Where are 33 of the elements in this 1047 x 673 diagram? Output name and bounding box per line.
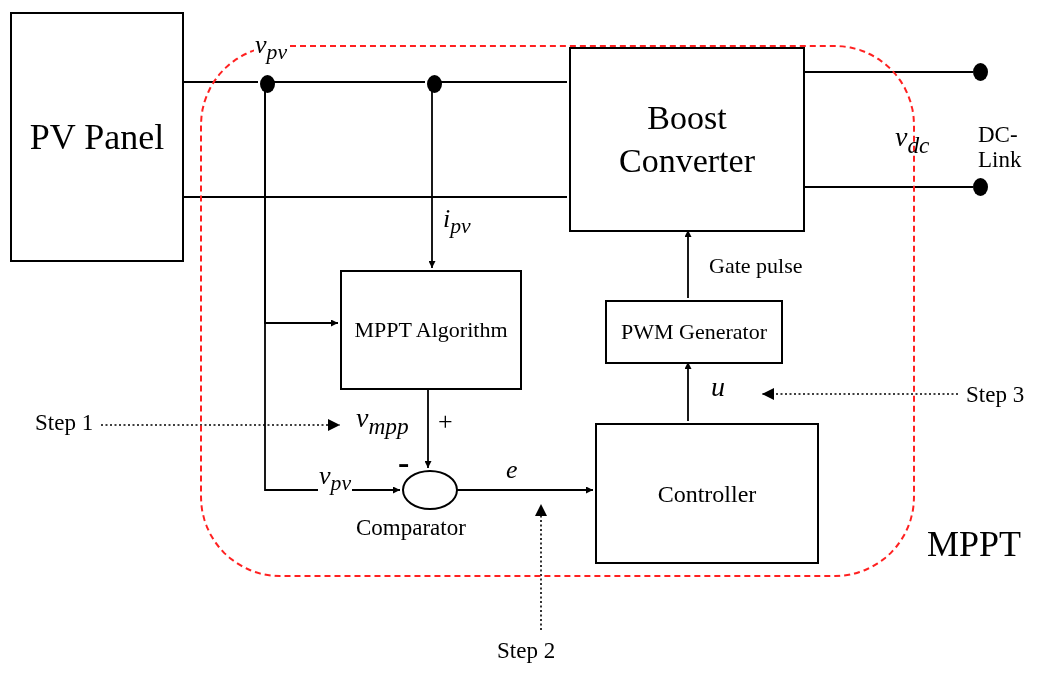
block-box: Controller <box>595 423 819 564</box>
dotted-pointer-arrow <box>535 503 547 631</box>
step-label: Step 2 <box>497 638 556 664</box>
block-box: Boost Converter <box>569 47 805 232</box>
junction-dot <box>427 75 442 93</box>
step-label: Step 1 <box>35 410 94 436</box>
comparator-circle <box>402 470 458 510</box>
junction-dot <box>973 178 988 196</box>
wire-line <box>272 81 426 83</box>
step-label: Step 3 <box>966 382 1025 408</box>
dotted-pointer-arrow <box>761 388 959 400</box>
signal-arrow <box>684 229 692 299</box>
wire-line <box>802 186 974 188</box>
block-box: PWM Generator <box>605 300 783 364</box>
wire-line <box>802 71 974 73</box>
region-title: MPPT <box>927 525 1022 565</box>
signal-label: v$_{dc}$ <box>895 122 930 159</box>
junction-dot <box>973 63 988 81</box>
signal-arrow <box>428 90 436 269</box>
wire-line <box>183 81 259 83</box>
junction-dot <box>260 75 275 93</box>
wire-line <box>183 196 568 198</box>
wire-line <box>439 81 568 83</box>
signal-arrow <box>264 90 401 494</box>
signal-arrow <box>684 361 692 422</box>
sign-label: + <box>438 408 453 437</box>
signal-arrow <box>455 486 594 494</box>
dotted-pointer-arrow <box>100 419 341 431</box>
signal-arrow <box>424 387 432 469</box>
terminal-label: DC-Link <box>978 122 1023 173</box>
block-box: PV Panel <box>10 12 184 262</box>
block-box: MPPT Algorithm <box>340 270 522 390</box>
sign-label: - <box>398 444 410 482</box>
